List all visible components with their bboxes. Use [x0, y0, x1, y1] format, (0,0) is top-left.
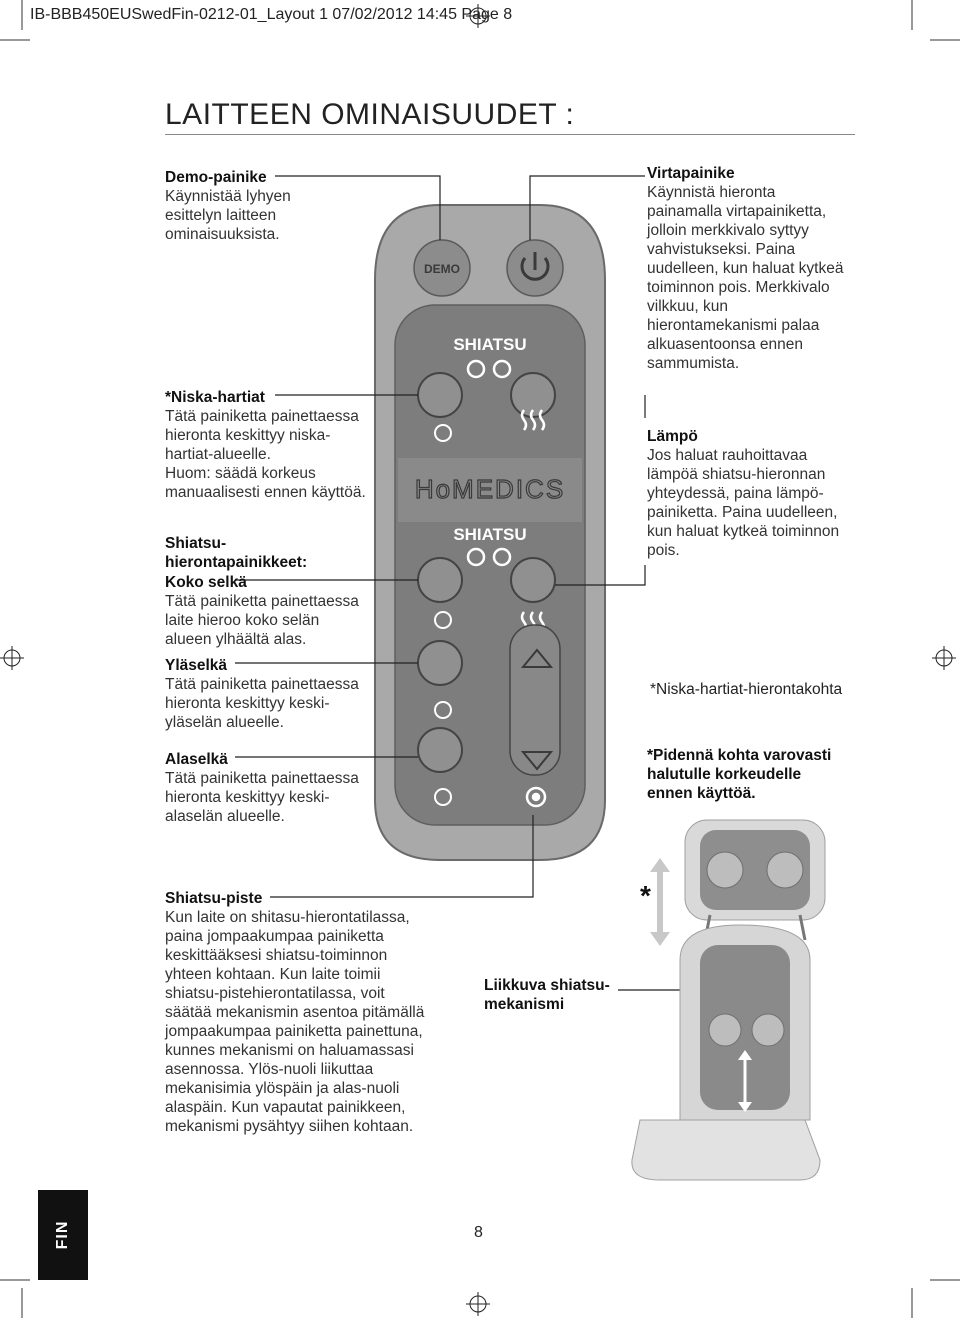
upper-back-button: [417, 640, 463, 686]
feature-heat: Lämpö Jos haluat rauhoittavaa lämpöä shi…: [647, 427, 877, 560]
feature-heading: Lämpö: [647, 428, 698, 445]
registration-mark-left: [0, 646, 24, 670]
power-icon: [520, 252, 550, 281]
page-number: 8: [474, 1224, 483, 1241]
feature-upper-back: Yläselkä Tätä painiketta painettaessa hi…: [165, 656, 385, 732]
remote-control: DEMO SHIATSU SHIATSU HoMEDICS: [374, 204, 606, 861]
feature-heading: *Niska-hartiat: [165, 389, 265, 406]
page-title: LAITTEEN OMINAISUUDET :: [165, 98, 575, 131]
feature-text: Käynnistää lyhyen esittelyn laitteen omi…: [165, 188, 291, 243]
feature-full-back: Koko selkä Tätä painiketta painettaessa …: [165, 573, 385, 649]
asterisk-marker: *: [640, 880, 651, 911]
leader-lines: [235, 175, 740, 991]
feature-heading: Shiatsu- hierontapainikkeet:: [165, 535, 308, 571]
feature-shiatsu-buttons: Shiatsu- hierontapainikkeet:: [165, 534, 385, 572]
feature-neck-shoulder: *Niska-hartiat Tätä painiketta painettae…: [165, 388, 385, 502]
shiatsu-rotate-icon-mid: [466, 547, 512, 567]
feature-text: Tätä painiketta painettaessa hieronta ke…: [165, 408, 366, 501]
feature-power: Virtapainike Käynnistä hieronta painamal…: [647, 164, 877, 373]
brand-logo: HoMEDICS: [415, 474, 565, 504]
up-arrow-icon: [520, 648, 554, 668]
feature-shiatsu-point: Shiatsu-piste Kun laite on shitasu-hiero…: [165, 889, 465, 1136]
neck-shoulder-button: [417, 372, 463, 418]
registration-mark-bottom: [466, 1292, 490, 1316]
title-rule: [165, 134, 855, 135]
print-slug: IB-BBB450EUSwedFin-0212-01_Layout 1 07/0…: [30, 6, 513, 23]
feature-text: Tätä painiketta painettaessa hieronta ke…: [165, 676, 359, 731]
feature-heading: Virtapainike: [647, 165, 735, 182]
spot-target-icon: [525, 786, 547, 808]
shiatsu-rotate-icon-top: [466, 359, 512, 379]
shiatsu-label-top: SHIATSU: [453, 335, 526, 354]
neck-point-note: *Niska-hartiat-hierontakohta: [650, 681, 843, 698]
demo-label: DEMO: [424, 262, 460, 276]
language-tab-label: FIN: [54, 1220, 71, 1250]
feature-heading: Yläselkä: [165, 657, 228, 674]
feature-text: Käynnistä hieronta painamalla virtapaini…: [647, 184, 844, 372]
massager-seat-illustration: [631, 819, 826, 1181]
feature-text: Jos haluat rauhoittavaa lämpöä shiatsu-h…: [647, 447, 840, 559]
feature-text: Tätä painiketta painettaessa hieronta ke…: [165, 770, 359, 825]
feature-heading: Alaselkä: [165, 751, 228, 768]
moving-mechanism-label: Liikkuva shiatsu- mekanismi: [484, 977, 610, 1013]
language-tab: FIN: [38, 1190, 88, 1280]
feature-demo: Demo-painike Käynnistää lyhyen esittelyn…: [165, 168, 385, 244]
demo-button: [413, 239, 471, 297]
heat-button-mid: [510, 557, 556, 603]
feature-heading: Shiatsu-piste: [165, 890, 263, 907]
shiatsu-label-mid: SHIATSU: [453, 525, 526, 544]
extend-warning-note: *Pidennä kohta varovasti halutulle korke…: [647, 747, 832, 802]
down-arrow-icon: [520, 751, 554, 771]
lower-back-button: [417, 727, 463, 773]
feature-heading: Demo-painike: [165, 169, 267, 186]
feature-lower-back: Alaselkä Tätä painiketta painettaessa hi…: [165, 750, 385, 826]
feature-text: Tätä painiketta painettaessa laite hiero…: [165, 593, 359, 648]
feature-text: Kun laite on shitasu-hierontatilassa, pa…: [165, 909, 425, 1135]
registration-mark-top: [466, 4, 490, 28]
heat-button-top: [510, 372, 556, 418]
feature-heading: Koko selkä: [165, 574, 247, 591]
registration-mark-right: [932, 646, 956, 670]
person-icon: [434, 424, 452, 806]
full-back-button: [417, 557, 463, 603]
